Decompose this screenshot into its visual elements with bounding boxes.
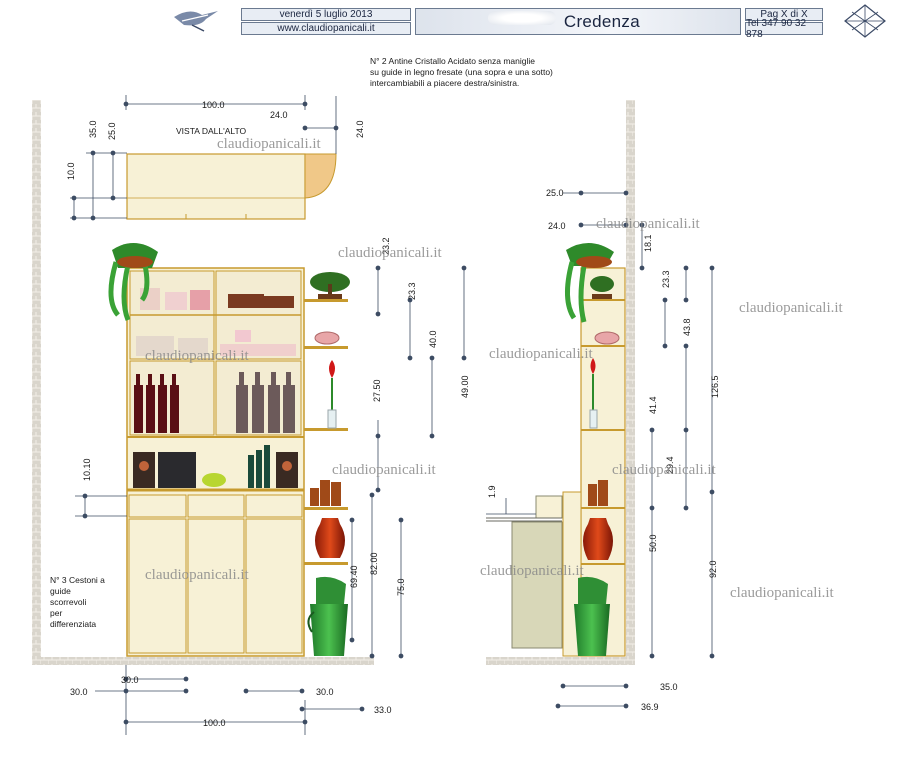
watermark-11: claudiopanicali.it xyxy=(730,585,835,601)
dim-front-82: 82.00 xyxy=(369,552,379,575)
dim-front-27-5: 27.50 xyxy=(372,379,382,402)
dim-top-corner: 24.0 xyxy=(270,110,288,120)
dim-top-right-24: 24.0 xyxy=(355,120,365,138)
dim-side-43-8: 43.8 xyxy=(682,318,692,336)
hanging-plant-icon xyxy=(108,242,158,321)
dim-side-35: 35.0 xyxy=(660,682,678,692)
dim-side-41-4: 41.4 xyxy=(648,396,658,414)
right-wall xyxy=(626,100,635,665)
dim-side-18-1: 18.1 xyxy=(643,234,653,252)
dim-side-23-3: 23.3 xyxy=(661,270,671,288)
red-vase-icon xyxy=(315,518,345,558)
side-cabinet xyxy=(486,242,626,657)
page-title-text: Credenza xyxy=(563,11,640,31)
watermark-7: claudiopanicali.it xyxy=(332,462,437,478)
top-view-label: VISTA DALL'ALTO xyxy=(176,126,247,136)
date-label: venerdì 5 luglio 2013 xyxy=(241,8,411,21)
website-label: www.claudiopanicali.it xyxy=(241,22,411,35)
watermark-6: claudiopanicali.it xyxy=(489,346,594,362)
dim-side-24: 24.0 xyxy=(548,221,566,231)
watermark-1: claudiopanicali.it xyxy=(217,136,322,152)
dim-top-width: 100.0 xyxy=(202,100,225,110)
watermark-3: claudiopanicali.it xyxy=(596,216,701,232)
dim-front-10-1: 10.10 xyxy=(82,458,92,481)
dim-front-69-4: 69.40 xyxy=(349,565,359,588)
dim-side-1-9: 1.9 xyxy=(487,485,497,498)
dim-side-92: 92.0 xyxy=(708,560,718,578)
page-number-text: Pag X di X xyxy=(760,9,808,20)
glass-doors-note: N° 2 Antine Cristallo Acidato senza mani… xyxy=(370,56,553,88)
front-cabinet xyxy=(108,242,350,657)
recycle-bin-icon xyxy=(307,576,348,656)
baskets-note: N° 3 Cestoni a guide scorrevoli per diff… xyxy=(50,575,105,629)
left-wall xyxy=(32,100,41,665)
dim-bottom-100: 100.0 xyxy=(203,718,226,728)
dim-bottom-30-c: 30.0 xyxy=(316,687,334,697)
dim-front-75: 75.0 xyxy=(396,578,406,596)
dim-side-50: 50.0 xyxy=(648,534,658,552)
dim-top-side-10: 10.0 xyxy=(66,162,76,180)
bonsai-icon xyxy=(310,272,350,299)
watermark-2: claudiopanicali.it xyxy=(338,245,443,261)
logo-bird-icon xyxy=(172,5,222,33)
dim-side-29-4: 29.4 xyxy=(665,456,675,474)
page-number-label: Pag X di X xyxy=(745,8,823,21)
phone-label: Tel 347 90 32 878 xyxy=(745,18,823,40)
dim-front-40: 40.0 xyxy=(428,330,438,348)
dim-side-126-5: 126.5 xyxy=(710,375,720,398)
top-view xyxy=(126,153,337,220)
dim-side-25: 25.0 xyxy=(546,188,564,198)
blurred-name xyxy=(488,11,556,25)
dim-side-36-9: 36.9 xyxy=(641,702,659,712)
dim-front-49: 49.00 xyxy=(460,375,470,398)
page-title: Credenza xyxy=(415,8,741,35)
tulip-vase-icon xyxy=(327,360,337,429)
dim-bottom-30-a: 30.0 xyxy=(121,675,139,685)
dim-top-side-25: 25.0 xyxy=(107,122,117,140)
watermark-5: claudiopanicali.it xyxy=(145,348,250,364)
watermark-10: claudiopanicali.it xyxy=(480,563,585,579)
dim-front-23-3: 23.3 xyxy=(407,282,417,300)
watermark-4: claudiopanicali.it xyxy=(739,300,844,316)
floor-front xyxy=(32,657,374,665)
dim-top-side-35: 35.0 xyxy=(88,120,98,138)
dim-front-23-2: 23.2 xyxy=(381,237,391,255)
dimension-lines xyxy=(70,95,715,735)
watermark-8: claudiopanicali.it xyxy=(612,462,717,478)
watermark-9: claudiopanicali.it xyxy=(145,567,250,583)
date-text: venerdì 5 luglio 2013 xyxy=(279,9,373,20)
dim-bottom-33: 33.0 xyxy=(374,705,392,715)
compass-logo-icon xyxy=(844,4,886,38)
website-text: www.claudiopanicali.it xyxy=(277,23,375,34)
dim-bottom-30-b: 30.0 xyxy=(70,687,88,697)
floor-side xyxy=(486,657,635,665)
phone-text: Tel 347 90 32 878 xyxy=(746,17,807,40)
